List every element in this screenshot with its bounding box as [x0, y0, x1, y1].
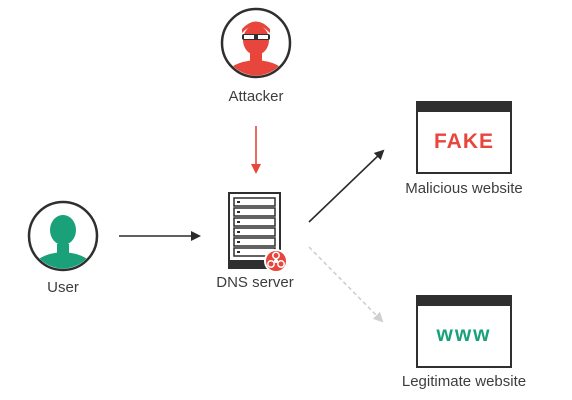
biohazard-icon: [264, 249, 288, 273]
user-label: User: [47, 279, 79, 296]
malicious-website-label: Malicious website: [405, 180, 523, 197]
attacker-avatar-icon: [220, 7, 292, 79]
legit-browser-window-icon: www: [416, 295, 512, 368]
dns-to-legit-arrow: [308, 246, 384, 323]
attacker-label: Attacker: [228, 88, 284, 105]
dns-to-malicious-arrow: [308, 149, 385, 223]
legitimate-website-label: Legitimate website: [401, 373, 527, 390]
legit-screen-text: www: [435, 323, 491, 346]
dns-server-label: DNS server: [216, 274, 294, 291]
user-avatar-icon: [27, 200, 99, 272]
malicious-browser-window-icon: FAKE: [416, 101, 512, 174]
malicious-screen-text: FAKE: [434, 130, 494, 153]
